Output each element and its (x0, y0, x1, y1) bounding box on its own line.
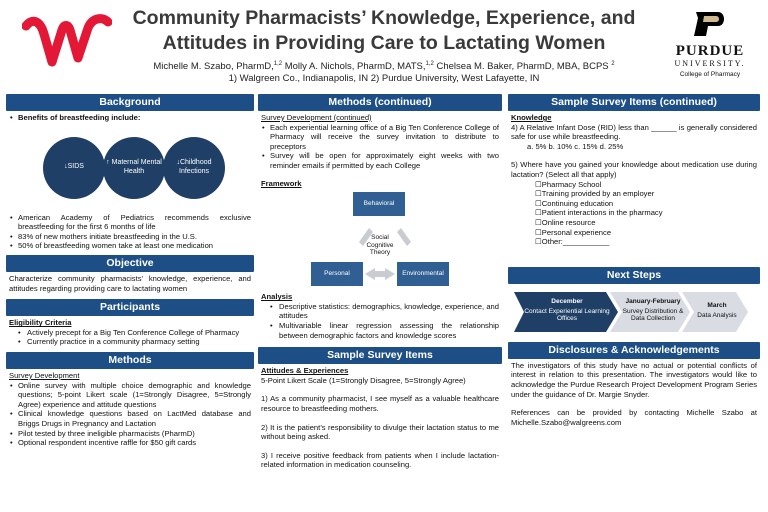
list-item: 83% of new mothers initiate breastfeedin… (9, 232, 251, 242)
survey-item: 3) I receive positive feedback from pati… (261, 450, 499, 470)
purdue-logo: PURDUE UNIVERSITY. College of Pharmacy (660, 10, 760, 82)
checkbox-option: ☐Other:___________ (535, 237, 610, 247)
column-1: Background Benefits of breastfeeding inc… (6, 94, 254, 450)
poster-title: Community Pharmacists’ Knowledge, Experi… (120, 6, 648, 56)
authors-line: Michelle M. Szabo, PharmD,1,2 Molly A. N… (153, 61, 615, 73)
framework-center: Social Cognitive Theory (366, 234, 394, 257)
checkbox-option: ☐Online resource (535, 217, 596, 227)
knowledge-subheading: Knowledge (511, 113, 552, 122)
sample-items-continued-heading: Sample Survey Items (continued) (508, 94, 760, 111)
purdue-college: College of Pharmacy (679, 71, 741, 78)
sample-items-subheading: Attitudes & Experiences (261, 366, 349, 376)
poster-header: Community Pharmacists’ Knowledge, Experi… (0, 0, 768, 90)
benefit-circles: ↓SIDS ↑ Maternal Mental Health ↓Childhoo… (9, 127, 251, 211)
list-item: Survey will be open for approximately ei… (261, 151, 499, 170)
step-description: Data Analysis (697, 311, 737, 319)
benefit-circle-mental-health: ↑ Maternal Mental Health (103, 136, 165, 199)
benefit-circle-infections: ↓Childhood Infections (163, 136, 225, 199)
list-item: Descriptive statistics: demographics, kn… (261, 302, 499, 321)
survey-question-5: 5) Where have you gained your knowledge … (511, 160, 757, 179)
framework-label: Framework (261, 178, 302, 188)
framework-diagram: Behavioral Personal Environmental Social… (261, 188, 499, 292)
framework-behavioral: Behavioral (353, 192, 405, 217)
timeline-step-1: December Contact Experiential Learning O… (522, 290, 612, 332)
list-item: Currently practice in a community pharma… (9, 337, 251, 347)
background-intro: Benefits of breastfeeding include: (9, 113, 251, 123)
column-2: Methods (continued) Survey Development (… (258, 94, 502, 472)
benefit-circle-sids: ↓SIDS (43, 136, 105, 199)
references-contact: References can be provided by contacting… (511, 408, 757, 427)
background-list: American Academy of Pediatrics recommend… (9, 213, 251, 251)
walgreens-logo (22, 14, 112, 67)
framework-environmental: Environmental (397, 262, 449, 287)
objective-text: Characterize community pharmacists’ know… (9, 273, 251, 293)
methods-continued-body: Survey Development (continued) Each expe… (258, 111, 502, 342)
list-item: Multivariable linear regression assessin… (261, 321, 499, 340)
purdue-p-icon (694, 12, 724, 36)
list-item: Each experiential learning office of a B… (261, 123, 499, 152)
purdue-name: PURDUE (675, 43, 745, 59)
list-item: 50% of breastfeeding women take at least… (9, 241, 251, 251)
next-steps-timeline: December Contact Experiential Learning O… (508, 290, 760, 336)
timeline-step-3: March Data Analysis (694, 290, 740, 332)
step-title: March (707, 302, 727, 310)
likert-scale-note: 5-Point Likert Scale (1=Strongly Disagre… (261, 375, 466, 385)
survey-question-4: 4) A Relative Infant Dose (RID) less tha… (511, 122, 757, 142)
checkbox-option: ☐Personal experience (535, 227, 612, 237)
list-item: Clinical knowledge questions based on La… (9, 409, 251, 428)
methods-heading: Methods (6, 351, 254, 369)
step-description: Contact Experiential Learning Offices (524, 307, 610, 323)
sample-items-heading: Sample Survey Items (258, 347, 502, 365)
participants-subheading: Eligibility Criteria (9, 318, 72, 328)
analysis-label: Analysis (261, 292, 293, 302)
timeline-arrows (514, 291, 748, 332)
survey-question-4-options: a. 5% b. 10% c. 15% d. 25% (527, 141, 624, 151)
step-title: December (551, 298, 583, 306)
methods-body: Survey Development Online survey with mu… (6, 369, 254, 450)
step-title: January-February (625, 298, 681, 306)
survey-item: 2) It is the patient’s responsibility to… (261, 422, 499, 442)
framework-personal: Personal (311, 262, 363, 287)
list-item: Actively precept for a Big Ten Conferenc… (9, 328, 251, 338)
background-body: Benefits of breastfeeding include: ↓SIDS… (6, 111, 254, 253)
objective-heading: Objective (6, 254, 254, 272)
sample-items-body: Attitudes & Experiences 5-Point Likert S… (258, 364, 502, 472)
methods-subheading: Survey Development (9, 370, 80, 380)
next-steps-heading: Next Steps (508, 266, 760, 284)
checkbox-option: ☐Training provided by an employer (535, 189, 655, 199)
background-heading: Background (6, 94, 254, 111)
affiliations: 1) Walgreen Co., Indianapolis, IN 2) Pur… (228, 73, 540, 85)
checkbox-option: ☐Continuing education (535, 198, 614, 208)
title-line-2: Attitudes in Providing Care to Lactating… (162, 32, 606, 54)
survey-item: 1) As a community pharmacist, I see myse… (261, 394, 499, 413)
column-3: Sample Survey Items (continued) Knowledg… (508, 94, 760, 429)
disclosures-body: The investigators of this study have no … (508, 359, 760, 430)
list-item: Online survey with multiple choice demog… (9, 381, 251, 410)
list-item: Pilot tested by three ineligible pharmac… (9, 429, 251, 439)
methods-continued-subheading: Survey Development (continued) (261, 113, 372, 122)
title-line-1: Community Pharmacists’ Knowledge, Experi… (132, 7, 636, 29)
participants-heading: Participants (6, 299, 254, 317)
list-item: American Academy of Pediatrics recommend… (9, 213, 251, 232)
framework-arrows (359, 228, 411, 281)
checkbox-option: ☐Patient interactions in the pharmacy (535, 208, 663, 218)
authors-block: Michelle M. Szabo, PharmD,1,2 Molly A. N… (120, 58, 648, 85)
participants-body: Eligibility Criteria Actively precept fo… (6, 316, 254, 349)
disclosures-heading: Disclosures & Acknowledgements (508, 341, 760, 359)
list-item: Optional respondent incentive raffle for… (9, 438, 251, 448)
disclosures-text: The investigators of this study have no … (511, 360, 757, 399)
step-description: Survey Distribution & Data Collection (622, 307, 684, 323)
sample-items-continued-body: Knowledge 4) A Relative Infant Dose (RID… (508, 111, 760, 249)
purdue-university: UNIVERSITY. (674, 59, 746, 68)
methods-continued-heading: Methods (continued) (258, 94, 502, 111)
survey-question-5-options: ☐Pharmacy School ☐Training provided by a… (511, 180, 757, 247)
timeline-step-2: January-February Survey Distribution & D… (620, 290, 686, 332)
checkbox-option: ☐Pharmacy School (535, 179, 602, 189)
